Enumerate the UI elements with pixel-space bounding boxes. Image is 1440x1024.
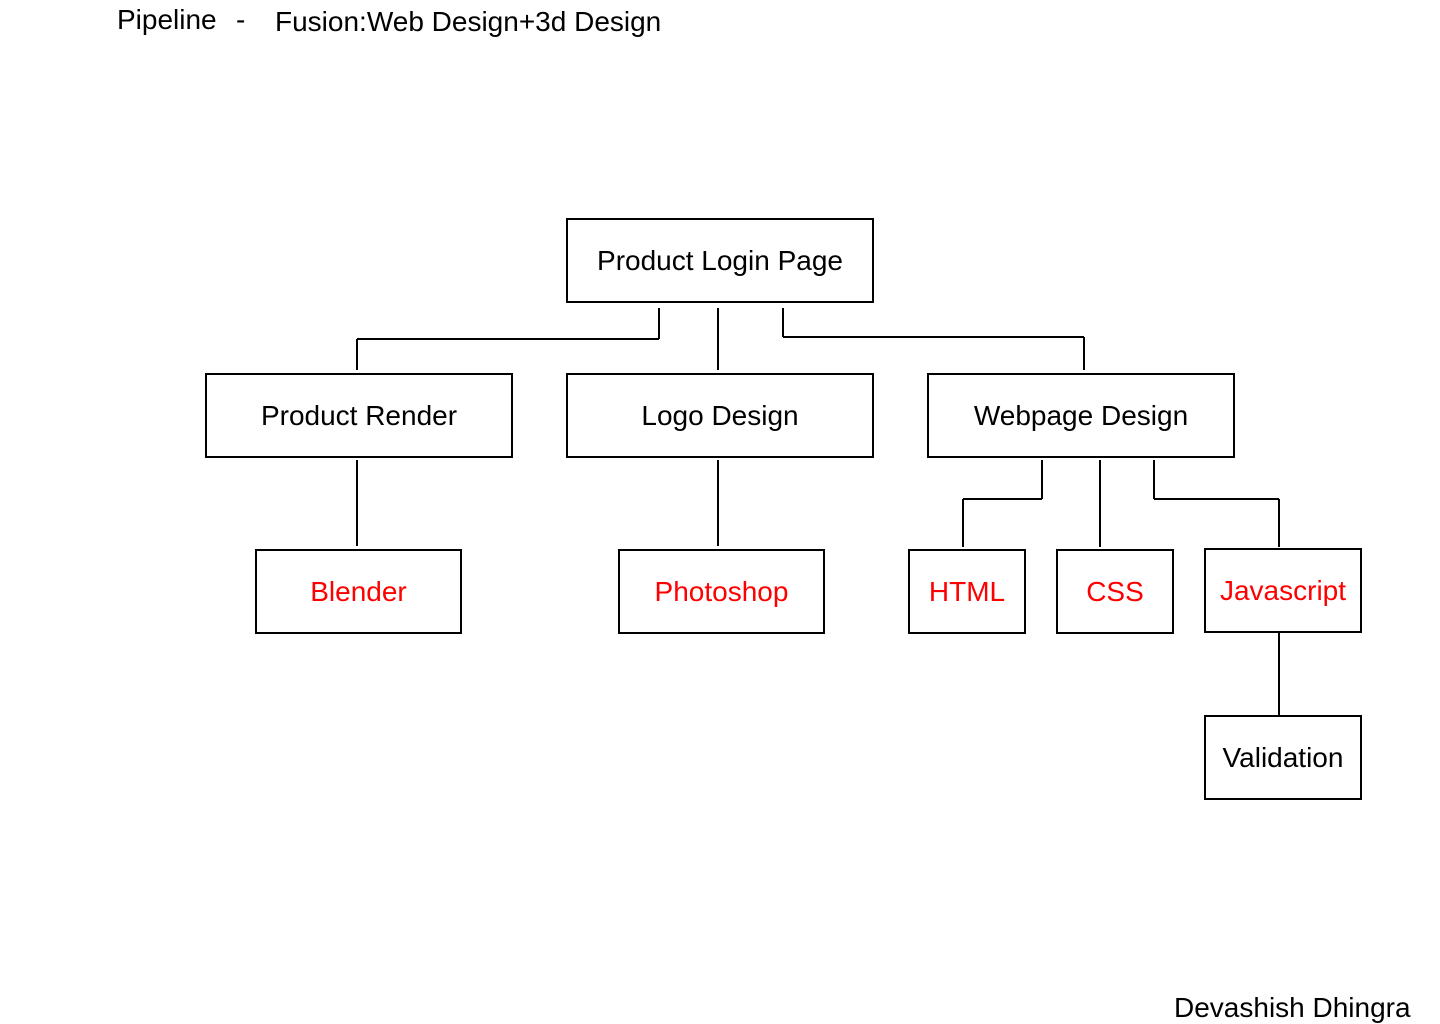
header-separator: - [236, 4, 246, 35]
author-name: Devashish Dhingra [1174, 992, 1411, 1023]
header-label: Pipeline [117, 4, 217, 35]
node-photoshop: Photoshop [618, 549, 825, 634]
node-blender: Blender [255, 549, 462, 634]
node-product-render: Product Render [205, 373, 513, 458]
node-validation: Validation [1204, 715, 1362, 800]
node-javascript: Javascript [1204, 548, 1362, 633]
node-webpage-design: Webpage Design [927, 373, 1235, 458]
node-css: CSS [1056, 549, 1174, 634]
node-logo-design: Logo Design [566, 373, 874, 458]
page-title: Fusion:Web Design+3d Design [275, 6, 662, 37]
node-product-login-page: Product Login Page [566, 218, 874, 303]
node-html: HTML [908, 549, 1026, 634]
